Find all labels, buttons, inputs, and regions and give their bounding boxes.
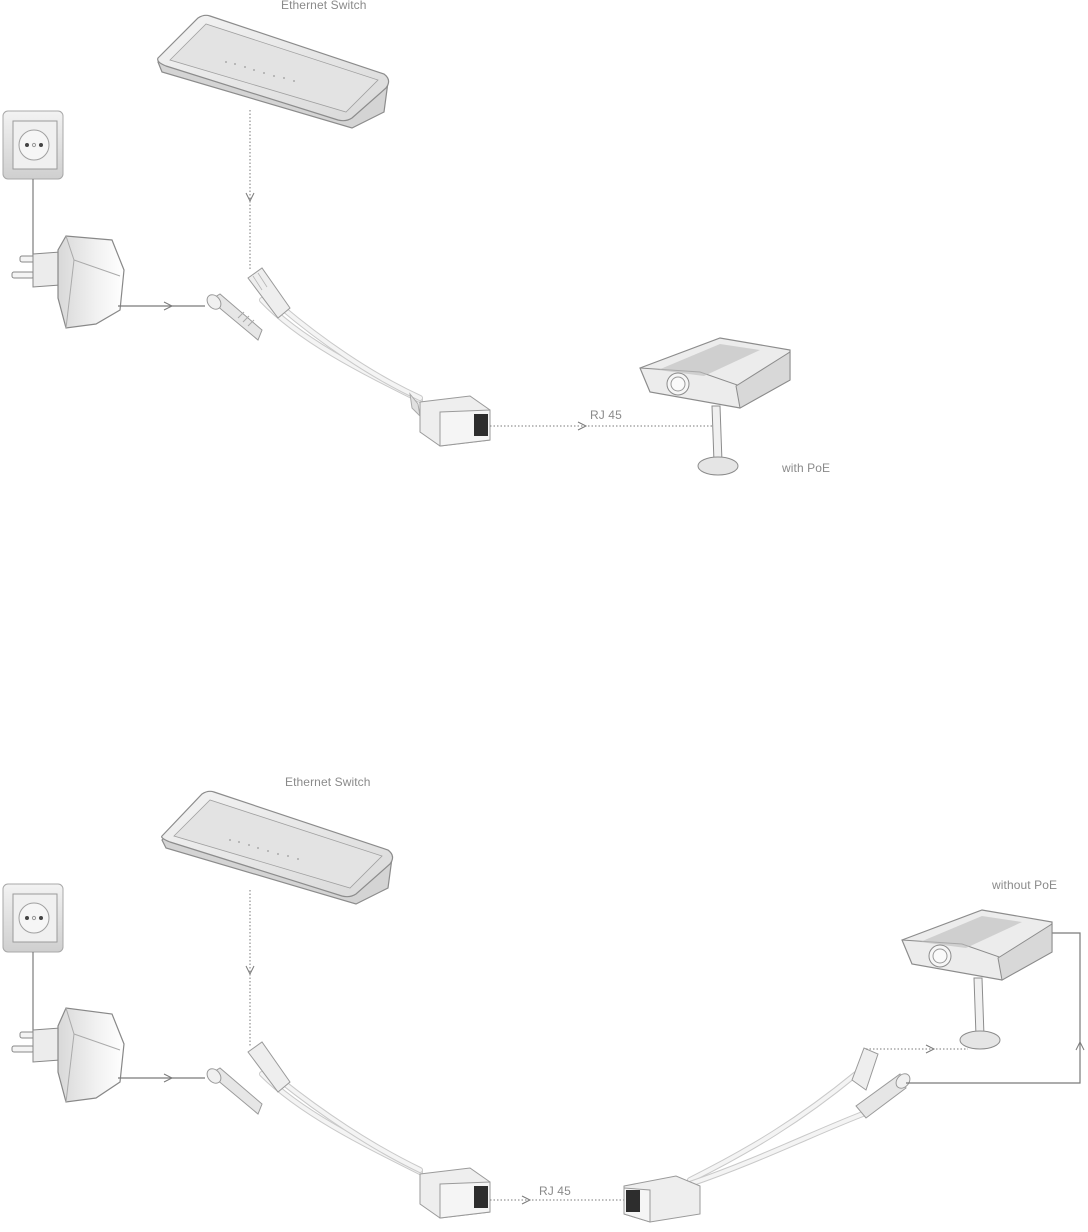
poe-injector-cable-icon [206,1041,491,1219]
poe-splitter-cable-icon [623,1047,911,1223]
power-adapter-icon [11,235,125,329]
poe-mode-label: with PoE [782,461,831,475]
ethernet-switch-label: Ethernet Switch [285,775,371,789]
ethernet-switch-icon [157,14,390,129]
ip-camera-icon [901,909,1053,1050]
power-adapter-icon [11,1007,125,1103]
diagram-with-poe: Ethernet Switch RJ 45 with PoE [0,0,1088,520]
diagram-with-poe-graphic [2,14,791,476]
rj45-label: RJ 45 [590,408,622,422]
poe-mode-label: without PoE [992,878,1058,892]
power-outlet-icon [2,110,64,180]
ethernet-switch-label: Ethernet Switch [281,0,367,12]
power-outlet-icon [2,883,64,953]
ip-camera-icon [639,337,791,476]
poe-injector-cable-icon [206,267,491,447]
ethernet-switch-icon [161,790,394,905]
rj45-label: RJ 45 [539,1184,571,1198]
